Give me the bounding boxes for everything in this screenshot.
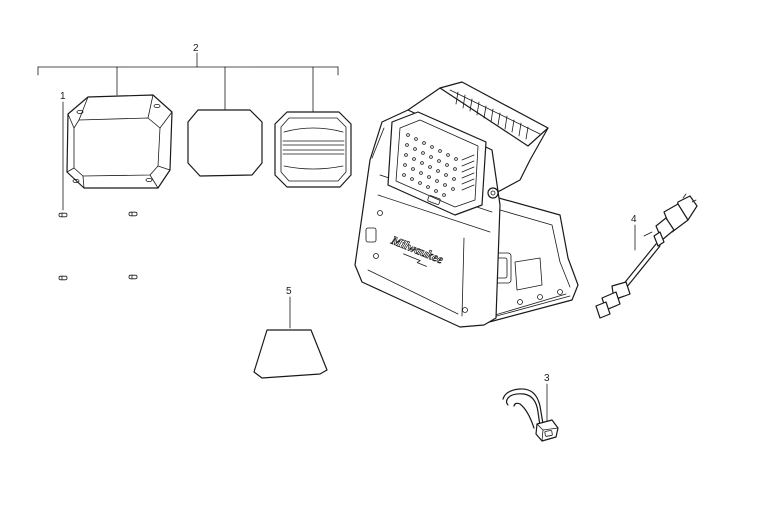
callout-3-label: 3 (544, 373, 550, 384)
side-vent-slots (461, 154, 475, 191)
callout-1-label: 1 (60, 91, 66, 102)
callout-5-label: 5 (286, 286, 292, 297)
callout-2-bracket (37, 52, 339, 113)
reflector-cover-part (274, 111, 352, 188)
heat-sink-fins (455, 91, 529, 140)
callout-2-label: 2 (193, 43, 199, 54)
bezel-frame-part (66, 94, 173, 189)
led-array (402, 133, 458, 197)
callout-4-label: 4 (631, 214, 637, 225)
screw-part (58, 211, 138, 281)
lens-panel-part (187, 109, 263, 177)
hook-bracket-part (502, 388, 559, 442)
pivot-knob (487, 187, 499, 199)
film-label-part (253, 329, 328, 379)
power-cord-part (595, 193, 698, 319)
work-light-main-unit: Milwaukee (354, 81, 579, 328)
